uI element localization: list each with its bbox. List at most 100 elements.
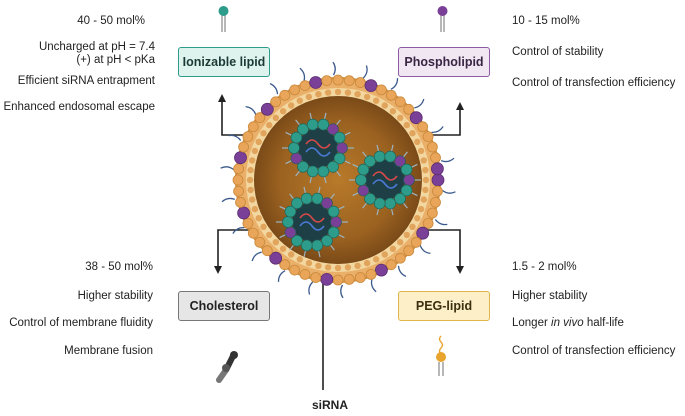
- ionizable-line-2: (+) at pH < pKa: [76, 54, 155, 66]
- sirna-micelles: [276, 112, 421, 258]
- micelle-ionizable-head: [297, 123, 309, 135]
- sirna-strand: [299, 221, 325, 231]
- shell-inner-head: [334, 264, 342, 272]
- peg-chain: [340, 284, 344, 299]
- shell-inner-head: [334, 88, 342, 96]
- arrow-peg: [420, 229, 461, 268]
- shell-lipid-head: [235, 196, 246, 208]
- peg-chain: [414, 98, 425, 109]
- shell-inner-head: [422, 186, 429, 194]
- shell-inner-head: [381, 102, 388, 109]
- peg-chain: [419, 245, 431, 255]
- shell-lipid-head: [430, 196, 441, 208]
- shell-inner-head: [422, 176, 430, 184]
- cholesterol-ratio: 38 - 50 mol%: [85, 261, 153, 273]
- peg-chain: [245, 105, 257, 115]
- shell-inner-head: [288, 102, 295, 109]
- shell-lipid-head: [394, 96, 406, 108]
- sirna-strand: [372, 171, 398, 181]
- shell-inner-head: [397, 114, 404, 122]
- micelle-phospholipid-head: [336, 142, 348, 154]
- peg-chain: [440, 157, 455, 163]
- shell-lipid-head: [422, 217, 434, 229]
- shell-lipid-head: [233, 163, 245, 175]
- shell-inner-head: [363, 93, 371, 101]
- micelle-ionizable-head: [288, 142, 300, 154]
- micelle-ionizable-head: [327, 205, 340, 218]
- peg-line-2-pre: Longer: [512, 317, 552, 329]
- ionizable-line-1: Uncharged at pH = 7.4: [38, 41, 155, 53]
- micelle-ionizable-head: [400, 184, 413, 197]
- shell-inner-head: [389, 245, 397, 252]
- arrow-cholesterol: [217, 229, 260, 268]
- ionizable-ratio: 40 - 50 mol%: [77, 15, 145, 27]
- shell-lipid-head: [375, 84, 387, 96]
- shell-inner-head: [266, 121, 273, 129]
- micelle-ionizable-head: [373, 197, 386, 210]
- shell-phospholipid-head: [234, 151, 247, 165]
- peg-line-3: Control of transfection efficiency: [512, 345, 676, 357]
- shell-inner-head: [354, 91, 361, 98]
- peg-chain: [390, 78, 399, 90]
- peg-lipid-icon: [436, 335, 446, 376]
- shell-lipid-head: [254, 236, 266, 248]
- shell-phospholipid-head: [269, 251, 283, 265]
- arrowhead-cholesterol: [214, 266, 222, 274]
- shell-inner-head: [344, 89, 352, 96]
- micelle-ionizable-head: [333, 152, 346, 165]
- shell-inner-head: [296, 97, 303, 104]
- shell-phospholipid-head: [320, 272, 334, 286]
- arrowhead-ionizable: [218, 94, 226, 102]
- shell-inner-head: [414, 215, 421, 222]
- shell-inner-head: [397, 239, 404, 246]
- peg-chain: [299, 67, 306, 81]
- shell-phospholipid-head: [430, 162, 444, 176]
- arrowhead-peg: [456, 266, 464, 274]
- shell-lipid-head: [343, 75, 355, 86]
- shell-lipid-head: [310, 272, 322, 283]
- shell-lipid-head: [254, 112, 266, 124]
- micelle-ionizable-head: [282, 216, 294, 228]
- peg-chain: [221, 197, 236, 203]
- peg-chain: [362, 65, 368, 79]
- cholesterol-line-2: Control of membrane fluidity: [9, 317, 153, 329]
- shell-inner-head: [296, 256, 303, 263]
- shell-lipid-head: [299, 80, 311, 91]
- micelle-phospholipid-head: [394, 155, 406, 167]
- phospholipid-icon: [437, 6, 448, 32]
- shell-lipid-head: [430, 152, 441, 164]
- micelle-ionizable-head: [300, 239, 313, 252]
- micelle-ionizable-head: [284, 205, 297, 218]
- micelle-ionizable-head: [327, 161, 339, 173]
- shell-lipid-head: [233, 185, 245, 197]
- peg-chain: [370, 279, 377, 293]
- shell-inner-head: [246, 176, 254, 184]
- sirna-strand: [305, 139, 331, 149]
- shell-inner-head: [417, 147, 425, 155]
- shell-inner-head: [251, 205, 259, 213]
- micelle-ionizable-head: [333, 131, 346, 144]
- phospholipid-label: Phospholipid: [398, 47, 490, 77]
- ionizable-line-3: Efficient siRNA entrapment: [17, 75, 155, 87]
- shell-lipid-head: [332, 74, 344, 86]
- shell-phospholipid-head: [309, 76, 323, 89]
- shell-inner-head: [414, 138, 421, 145]
- micelle-ionizable-head: [297, 161, 309, 173]
- shell-lipid-head: [289, 84, 301, 96]
- shell-inner-head: [266, 231, 273, 239]
- shell-inner-head: [324, 89, 332, 96]
- shell-lipid-head: [422, 131, 434, 143]
- peg-chain: [220, 166, 234, 171]
- shell-lipid-head: [354, 77, 366, 88]
- shell-lipid-head: [354, 272, 366, 283]
- peg-lipid-label: PEG-lipid: [398, 291, 490, 321]
- micelle-ionizable-head: [373, 150, 386, 163]
- shell-phospholipid-head: [431, 173, 445, 187]
- shell-inner-head: [251, 147, 259, 155]
- micelle-ionizable-head: [384, 150, 397, 163]
- shell-inner-head: [279, 245, 287, 252]
- shell-lipid-head: [343, 273, 355, 285]
- shell-inner-head: [288, 251, 295, 258]
- shell-inner-head: [315, 91, 322, 98]
